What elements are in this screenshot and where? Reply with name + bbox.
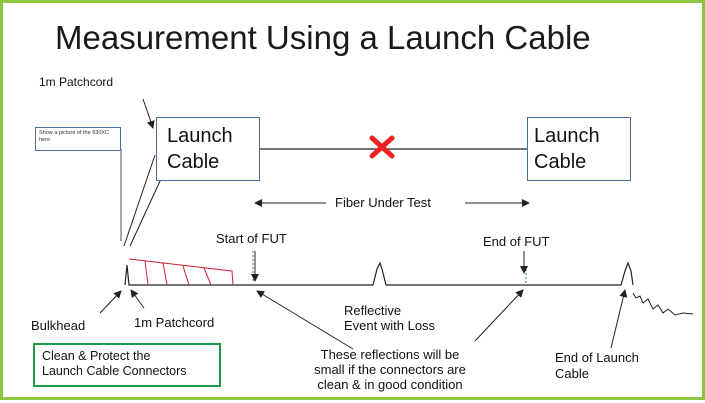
reflections-note-line3: clean & in good condition: [317, 377, 463, 392]
launch-cable-right-line1: Launch: [534, 125, 600, 147]
patchcord-top-arrow: [142, 98, 155, 129]
patchcord-bottom-label: 1m Patchcord: [134, 315, 215, 330]
bulkhead-label: Bulkhead: [31, 318, 86, 333]
red-x-break-icon: [369, 135, 395, 159]
launch-cable-left-line1: Launch: [167, 125, 233, 147]
reflective-event-label-line1: Reflective: [344, 303, 402, 318]
launch-cable-right-line2: Cable: [534, 151, 587, 173]
reflections-note-line1: These reflections will be: [320, 347, 460, 362]
start-of-fut-label: Start of FUT: [216, 231, 287, 246]
patchcord-top-label: 1m Patchcord: [39, 75, 114, 89]
otdr-trace: [124, 261, 694, 316]
patchcord-line-1: [123, 154, 156, 247]
end-of-launch-label-line1: End of Launch: [555, 350, 639, 365]
picture-placeholder-box: Show a picture of the 930XC here: [35, 127, 121, 151]
clean-protect-note-box: Clean & Protect the Launch Cable Connect…: [33, 343, 221, 387]
picture-placeholder-text: Show a picture of the 930XC here: [39, 130, 110, 143]
reflections-arrow-start: [256, 290, 354, 350]
launch-cable-left-line2: Cable: [167, 151, 220, 173]
launch-cable-box-left: Launch Cable: [156, 117, 260, 181]
reflections-note-line2: small if the connectors are: [314, 362, 466, 377]
reflective-event-label-line2: Event with Loss: [344, 318, 436, 333]
end-of-launch-arrow: [610, 289, 628, 349]
patchcord-line-2: [129, 178, 162, 247]
end-of-fut-label: End of FUT: [483, 234, 550, 249]
clean-protect-line2: Launch Cable Connectors: [42, 364, 187, 378]
reflections-arrow-end: [474, 289, 524, 342]
fiber-under-test-label: Fiber Under Test: [335, 195, 431, 210]
launch-cable-box-right: Launch Cable: [527, 117, 631, 181]
patchcord-bottom-arrow: [130, 289, 145, 309]
end-of-launch-label-line2: Cable: [555, 366, 589, 381]
otdr-diagram: [99, 98, 694, 350]
clean-protect-line1: Clean & Protect the: [42, 349, 151, 363]
dead-zone-region: [128, 258, 234, 286]
page-title: Measurement Using a Launch Cable: [55, 19, 591, 56]
bulkhead-arrow: [99, 290, 122, 314]
